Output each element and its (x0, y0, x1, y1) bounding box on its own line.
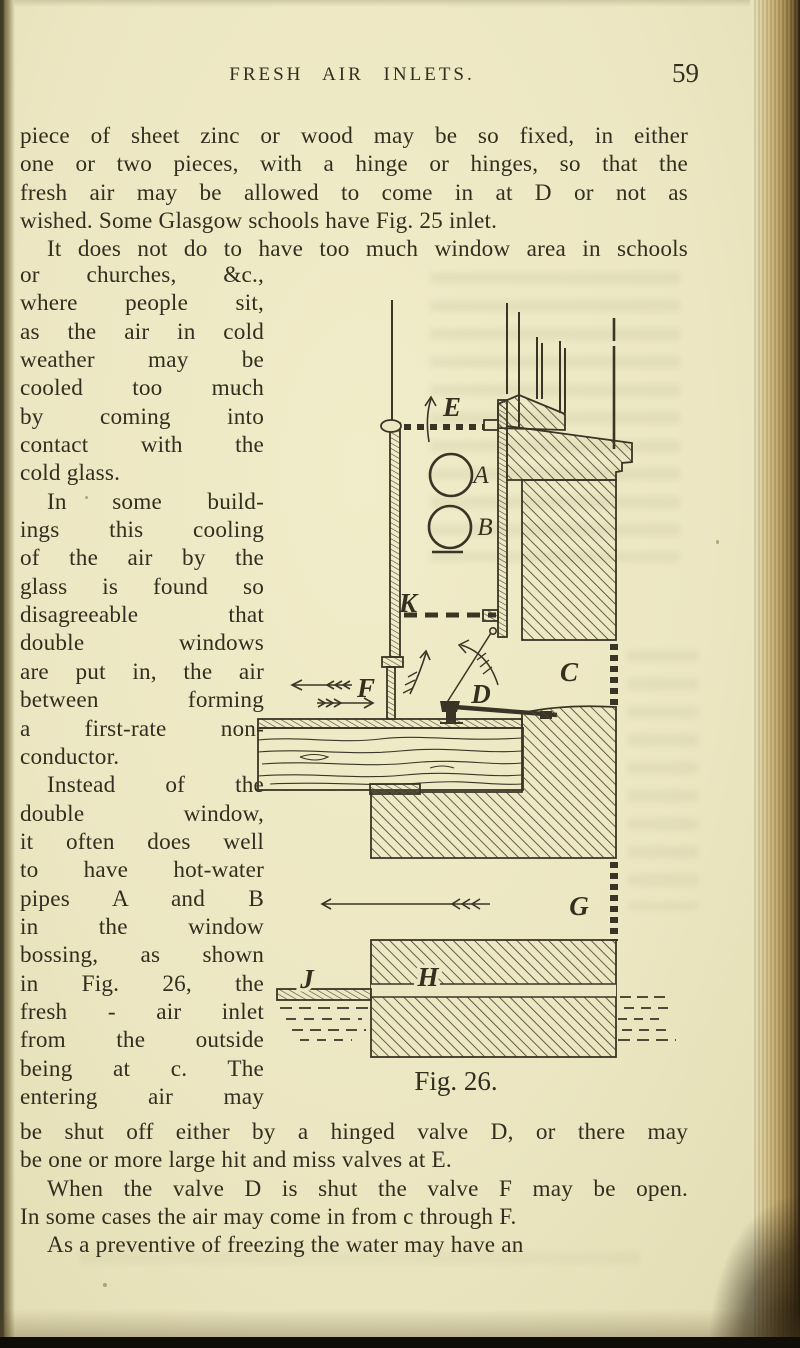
text-line: Instead of the (47, 772, 264, 799)
text-line: fresh air may be allowed to come in at D… (20, 179, 688, 206)
damp-proof-course-h (371, 983, 616, 998)
text-line: to have hot-water (20, 857, 264, 884)
text-line: in Fig. 26, the (20, 970, 264, 997)
text-line: contact with the (20, 432, 264, 459)
text-line: fresh - air inlet (20, 998, 264, 1025)
foxing-speck (236, 388, 240, 392)
wall-and-foundation (370, 644, 618, 1058)
text-line: of the air by the (20, 545, 264, 572)
text-line: between forming (20, 687, 264, 714)
window-bossing-box (380, 399, 508, 720)
figure-label-b: B (477, 514, 492, 541)
text-line: wished. Some Glasgow schools have Fig. 2… (20, 208, 498, 235)
hot-water-pipe-b (427, 504, 473, 550)
inside-ground-j (276, 988, 372, 1001)
figure-label-f: F (356, 673, 375, 703)
foxing-speck (716, 540, 719, 544)
hinged-valve-d (440, 626, 558, 724)
figure-label-d: D (470, 679, 491, 709)
text-line: conductor. (20, 743, 120, 770)
page-bottom-shadow (0, 1309, 800, 1337)
ground-lines (276, 988, 676, 1041)
text-line: pipes A and B (20, 885, 264, 912)
page-number: 59 (672, 58, 699, 88)
text-line: be shut off either by a hinged valve D, … (20, 1119, 688, 1145)
text-line: it often does well (20, 828, 264, 855)
text-line: disagreeable that (20, 602, 264, 629)
figure-label-k: K (398, 588, 419, 618)
running-header: FRESH AIR INLETS. (229, 64, 475, 85)
text-line: In some build- (47, 488, 264, 515)
figure-caption: Fig. 26. (414, 1066, 497, 1096)
window-sash (391, 300, 616, 449)
airflow-arrows (290, 395, 490, 910)
text-line: piece of sheet zinc or wood may be so fi… (20, 123, 688, 149)
foxing-speck (85, 496, 88, 499)
text-line: where people sit, (20, 290, 264, 317)
figure-label-c: C (560, 657, 579, 687)
text-line: ings this cooling (20, 517, 264, 544)
page-edge-left (0, 0, 15, 1348)
figure-label-g: G (569, 891, 589, 921)
text-line: glass is found so (20, 573, 264, 600)
text-line: from the outside (20, 1027, 264, 1054)
text-line: be one or more large hit and miss valves… (20, 1147, 452, 1174)
text-line: as the air in cold (20, 318, 264, 345)
text-line: by coming into (20, 403, 264, 430)
text-line: or churches, &c., (20, 262, 264, 288)
text-line: a first-rate non- (20, 715, 264, 742)
text-line: When the valve D is shut the valve F may… (47, 1175, 688, 1202)
text-line: in the window (20, 913, 264, 940)
text-line: cooled too much (20, 375, 264, 402)
text-line: In some cases the air may come in from c… (20, 1204, 517, 1231)
showthrough-text-ghost (430, 272, 680, 562)
text-line: being at c. The (20, 1055, 264, 1082)
text-line: cold glass. (20, 460, 121, 487)
hot-water-pipe-a (428, 452, 474, 498)
text-line: As a preventive of freezing the water ma… (47, 1232, 524, 1259)
foxing-speck (103, 1283, 107, 1287)
narrow-column: or churches, &c.,where people sit,as the… (20, 261, 264, 1111)
showthrough-text-ghost (628, 650, 698, 910)
text-line: are put in, the air (20, 658, 264, 685)
paragraph-bottom: be shut off either by a hinged valve D, … (20, 1118, 688, 1260)
paragraph-top: piece of sheet zinc or wood may be so fi… (20, 122, 688, 264)
page-edge-top (14, 0, 750, 7)
text-line: one or two pieces, with a hinge or hinge… (20, 151, 688, 178)
text-line: weather may be (20, 347, 264, 374)
text-line: It does not do to have too much window a… (47, 236, 688, 263)
text-line: double windows (20, 630, 264, 657)
floorboards (257, 718, 524, 795)
text-line: entering air may (20, 1083, 264, 1110)
page-edge-bottom (0, 1337, 800, 1348)
text-line: bossing, as shown (20, 942, 264, 969)
text-line: double window, (20, 800, 264, 827)
page-fore-edge (752, 0, 800, 1338)
figure-label-e: E (442, 392, 461, 422)
figure-label-j: J (299, 964, 315, 994)
figure-label-a: A (471, 462, 489, 489)
figure-label-h: H (416, 962, 439, 992)
window-sill (497, 394, 633, 641)
page-corner-shadow (710, 1198, 800, 1348)
